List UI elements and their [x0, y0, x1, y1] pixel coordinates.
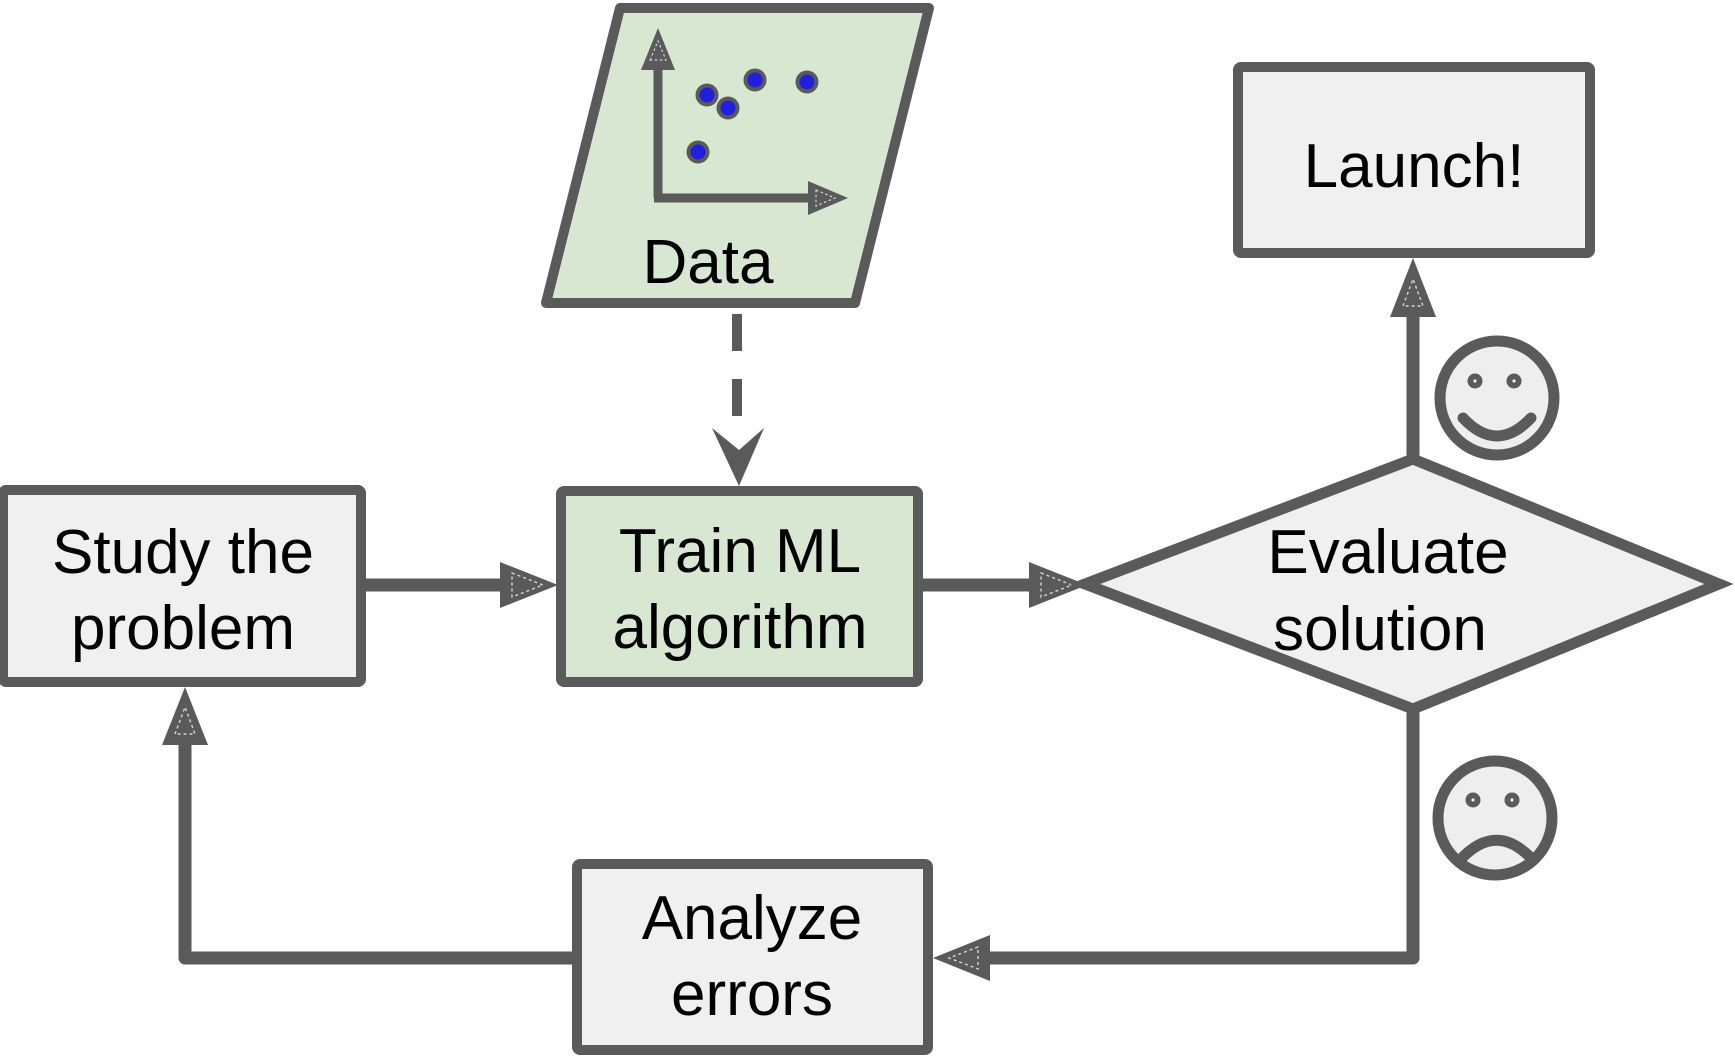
axis-arrow-up-icon [641, 28, 675, 70]
axis-arrow-right-icon [808, 181, 848, 215]
happy-face-icon [1434, 335, 1560, 461]
scatter-plot-icon [641, 28, 848, 215]
arrowhead-left-icon [933, 935, 990, 981]
node-train-label-line1: Train ML [619, 517, 861, 586]
node-study-the-problem: Study the problem [0, 485, 366, 687]
node-train-label-line2: algorithm [613, 593, 868, 662]
data-point [716, 96, 740, 120]
edge-evaluate-to-launch [1390, 258, 1436, 462]
edge-train-to-evaluate [920, 562, 1087, 608]
node-study-label-line2: problem [71, 594, 295, 663]
node-analyze-label-line2: errors [671, 960, 833, 1029]
node-evaluate-label-line2: solution [1273, 595, 1487, 664]
node-study-label-line1: Study the [52, 518, 314, 587]
edge-data-to-train [712, 314, 764, 486]
arrowhead-right-icon [500, 562, 558, 608]
sad-face-icon [1432, 755, 1558, 881]
edge-evaluate-to-analyze [933, 708, 1420, 981]
data-point [695, 83, 719, 107]
node-evaluate-solution: Evaluate solution [1069, 453, 1734, 715]
node-train-ml-algorithm: Train ML algorithm [556, 486, 923, 687]
node-data-label: Data [643, 228, 774, 297]
edge-analyze-to-study [162, 687, 577, 965]
arrowhead-up-icon [1390, 258, 1436, 317]
data-point [795, 70, 819, 94]
node-launch-label: Launch! [1304, 132, 1525, 201]
arrowhead-chevron-down-icon [712, 428, 764, 486]
data-point [686, 140, 710, 164]
arrowhead-up-icon [162, 687, 208, 745]
node-launch: Launch! [1233, 62, 1595, 258]
node-analyze-label-line1: Analyze [642, 884, 863, 953]
node-analyze-errors: Analyze errors [572, 859, 933, 1055]
node-evaluate-label-line1: Evaluate [1267, 518, 1508, 587]
data-point [743, 68, 767, 92]
node-data: Data [541, 3, 934, 308]
edge-study-to-train [362, 562, 558, 608]
